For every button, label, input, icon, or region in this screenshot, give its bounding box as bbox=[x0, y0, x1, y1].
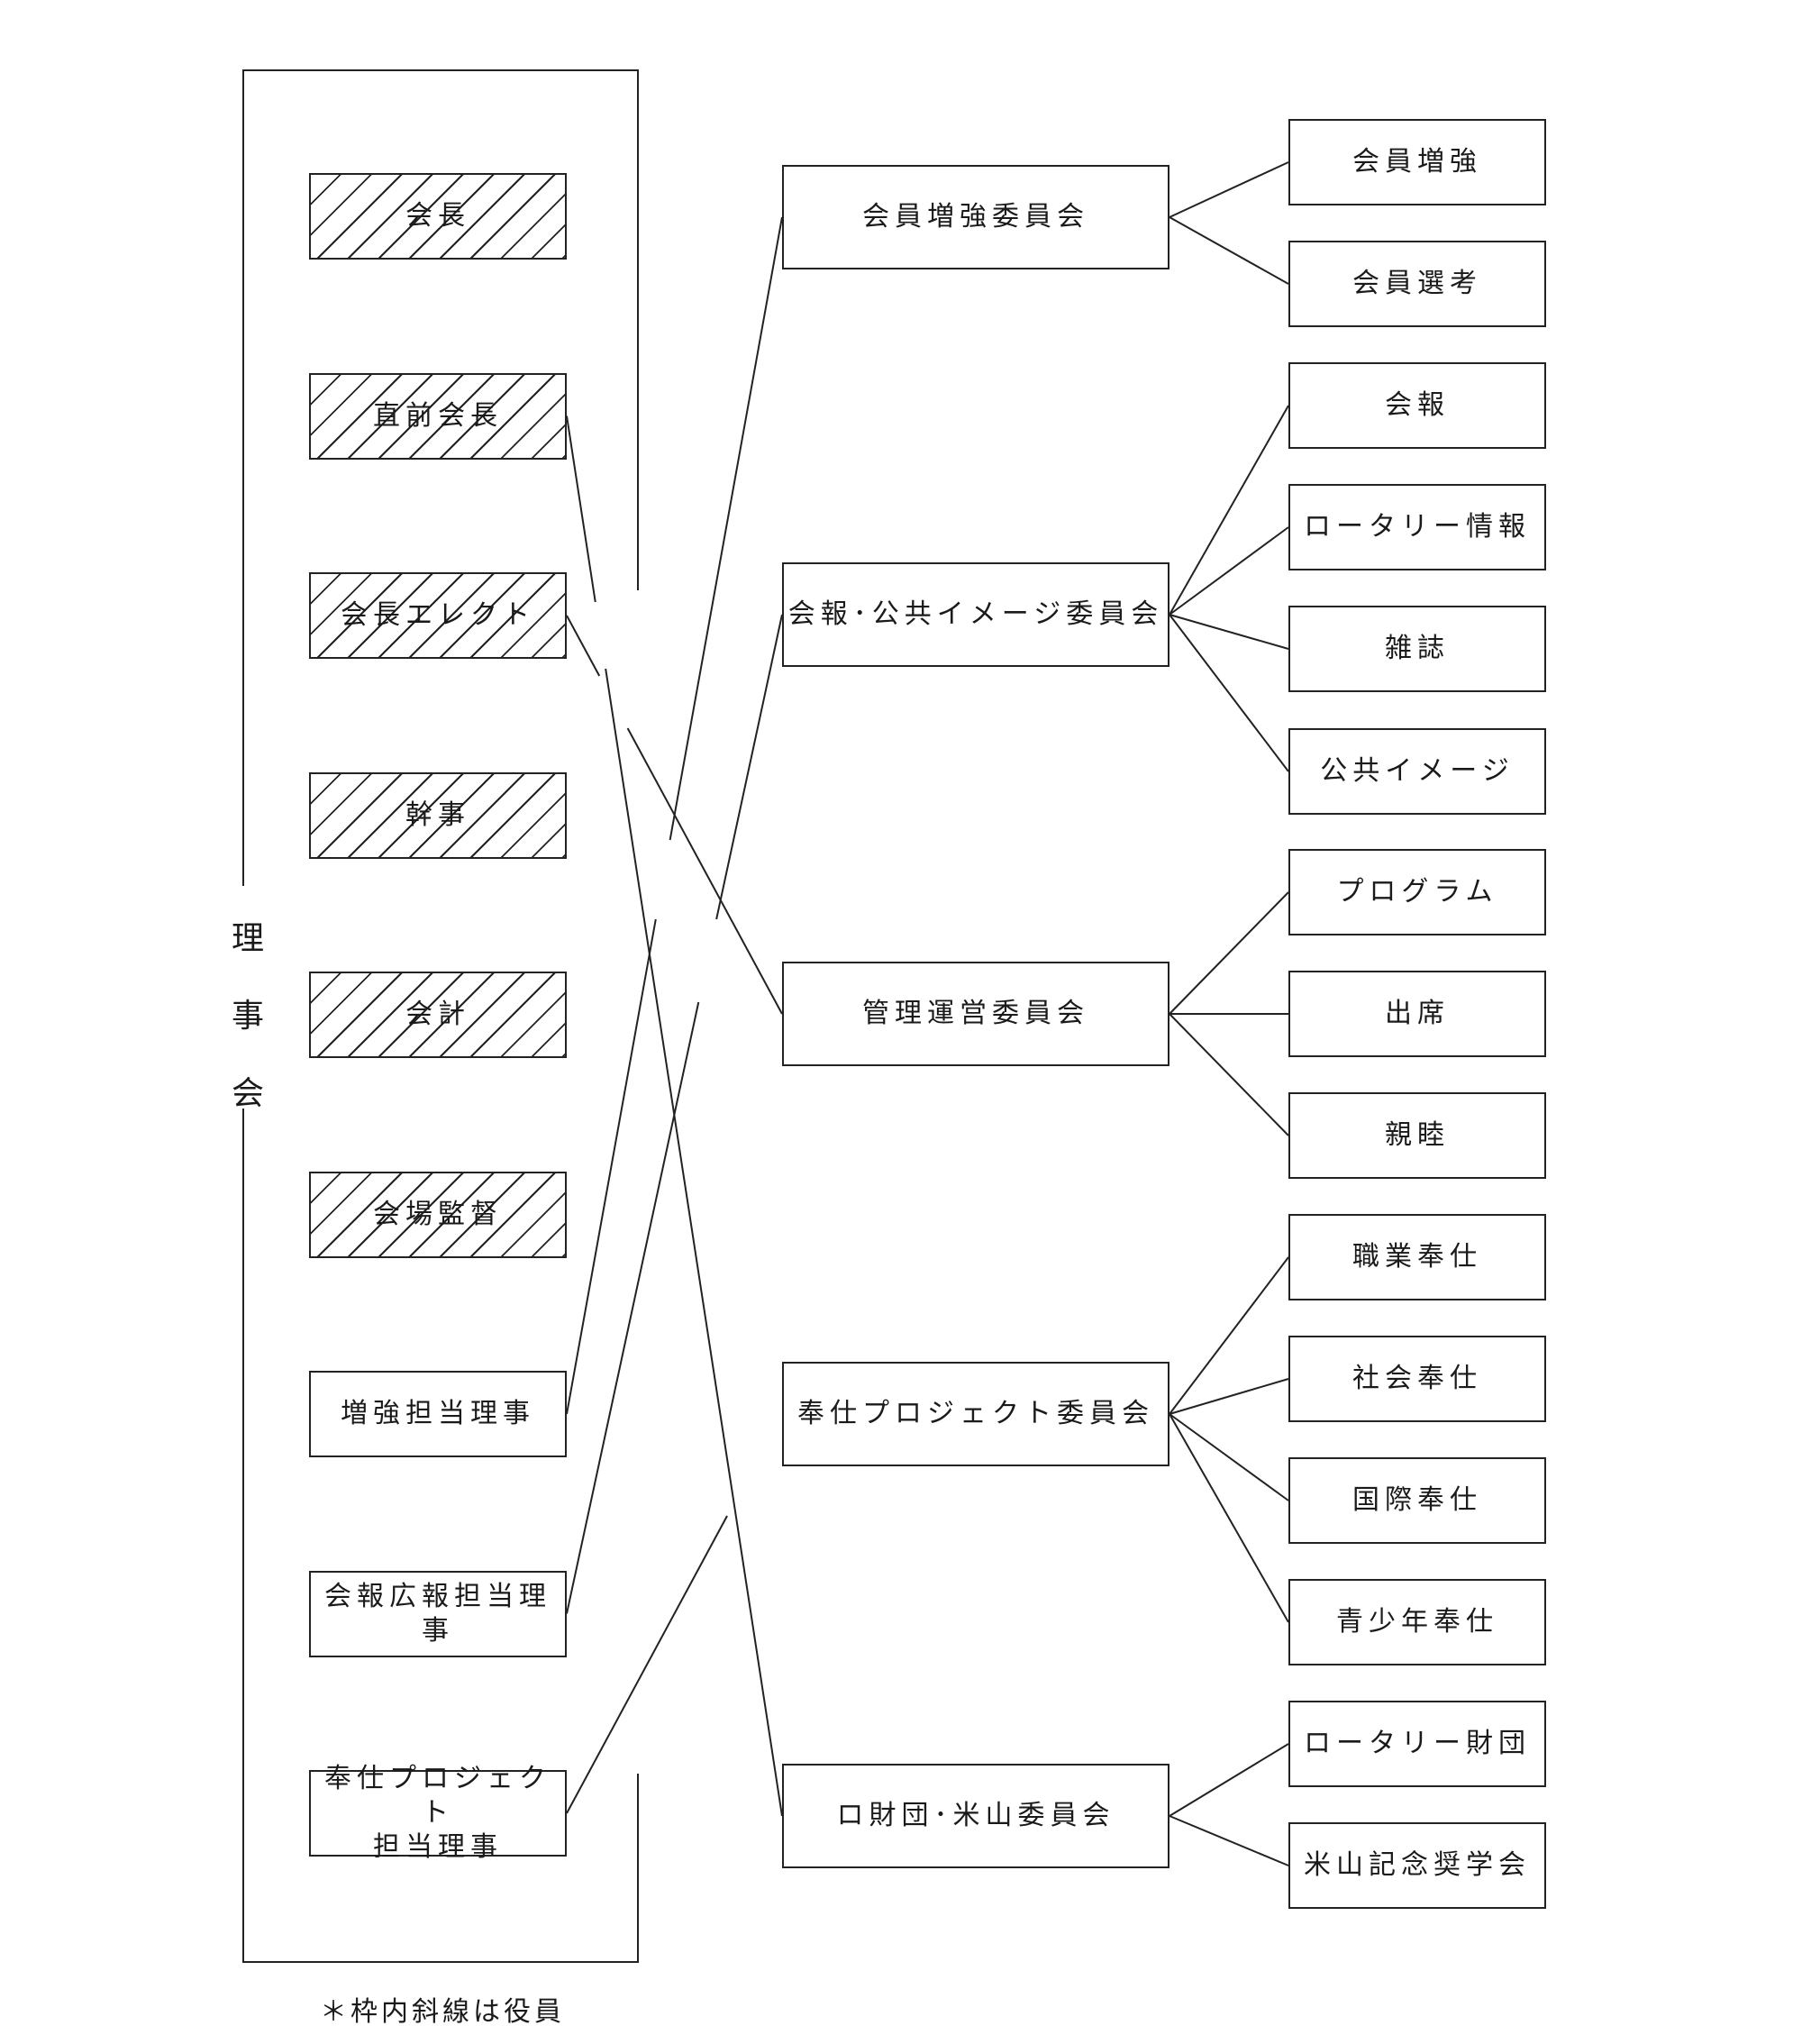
link-president-elect-to-admin-2 bbox=[626, 727, 783, 1015]
link-president-elect-to-admin-1 bbox=[566, 615, 601, 677]
committee-service: 奉仕プロジェクト委員会 bbox=[782, 1362, 1169, 1466]
link-past-president-to-foundation-1 bbox=[566, 415, 596, 603]
subcommittee-service-4-label: 青少年奉仕 bbox=[1336, 1606, 1498, 1638]
board-label-char-2: 事 bbox=[232, 998, 265, 1035]
subcommittee-membership-2: 会員選考 bbox=[1288, 241, 1546, 327]
board-bracket bbox=[242, 69, 639, 1963]
link-service-director-to-service-1 bbox=[566, 1515, 728, 1814]
member-treasurer-label: 会計 bbox=[405, 999, 470, 1030]
subcommittee-admin-1: プログラム bbox=[1288, 849, 1546, 935]
subcommittee-foundation-2-label: 米山記念奨学会 bbox=[1304, 1849, 1531, 1881]
committee-foundation: ロ財団･米山委員会 bbox=[782, 1764, 1169, 1868]
member-membership-director: 増強担当理事 bbox=[309, 1371, 567, 1457]
committee-foundation-label: ロ財団･米山委員会 bbox=[836, 1800, 1115, 1831]
branch-admin-1 bbox=[1169, 891, 1289, 1015]
member-service-director: 奉仕プロジェクト 担当理事 bbox=[309, 1763, 567, 1863]
branch-service-1 bbox=[1169, 1256, 1289, 1415]
member-secretary-label: 幹事 bbox=[405, 798, 470, 831]
committee-admin-label: 管理運営委員会 bbox=[862, 998, 1089, 1029]
branch-pr-2 bbox=[1169, 526, 1289, 616]
branch-pr-4 bbox=[1169, 614, 1289, 772]
subcommittee-pr-2: ロータリー情報 bbox=[1288, 484, 1546, 570]
subcommittee-foundation-1: ロータリー財団 bbox=[1288, 1701, 1546, 1787]
committee-pr: 会報･公共イメージ委員会 bbox=[782, 562, 1169, 667]
link-pr-director-to-pr-1 bbox=[715, 614, 783, 920]
member-secretary: 幹事 bbox=[309, 771, 567, 859]
member-pr-director: 会報広報担当理事 bbox=[309, 1570, 567, 1657]
subcommittee-admin-2-label: 出席 bbox=[1385, 998, 1450, 1029]
subcommittee-pr-2-label: ロータリー情報 bbox=[1304, 511, 1531, 543]
member-president-label: 会長 bbox=[405, 200, 470, 232]
subcommittee-service-3: 国際奉仕 bbox=[1288, 1457, 1546, 1544]
branch-service-4 bbox=[1169, 1413, 1289, 1623]
member-membership-director-label: 増強担当理事 bbox=[341, 1398, 535, 1429]
subcommittee-admin-2: 出席 bbox=[1288, 971, 1546, 1057]
subcommittee-membership-1-label: 会員増強 bbox=[1352, 146, 1482, 178]
member-past-president: 直前会長 bbox=[309, 372, 567, 460]
branch-foundation-1 bbox=[1169, 1743, 1289, 1817]
member-president-elect: 会長エレクト bbox=[309, 572, 567, 659]
committee-admin: 管理運営委員会 bbox=[782, 962, 1169, 1066]
member-past-president-label: 直前会長 bbox=[373, 399, 503, 432]
subcommittee-pr-1: 会報 bbox=[1288, 362, 1546, 449]
subcommittee-pr-4-label: 公共イメージ bbox=[1320, 755, 1515, 787]
link-membership-director-to-membership-2 bbox=[566, 918, 657, 1415]
member-treasurer: 会計 bbox=[309, 972, 567, 1058]
committee-pr-label: 会報･公共イメージ委員会 bbox=[787, 598, 1164, 630]
member-service-director-label: 奉仕プロジェクト 担当理事 bbox=[324, 1763, 551, 1863]
subcommittee-pr-4: 公共イメージ bbox=[1288, 728, 1546, 815]
link-past-president-to-foundation-2 bbox=[605, 668, 783, 1817]
link-pr-director-to-pr-2 bbox=[566, 1001, 700, 1614]
subcommittee-pr-3: 雑誌 bbox=[1288, 606, 1546, 692]
subcommittee-service-2-label: 社会奉仕 bbox=[1352, 1363, 1482, 1394]
member-pr-director-label: 会報広報担当理事 bbox=[324, 1580, 551, 1647]
subcommittee-service-4: 青少年奉仕 bbox=[1288, 1579, 1546, 1665]
subcommittee-pr-3-label: 雑誌 bbox=[1385, 633, 1450, 664]
branch-pr-1 bbox=[1169, 405, 1289, 616]
board-label-char-1: 理 bbox=[232, 920, 265, 957]
subcommittee-service-3-label: 国際奉仕 bbox=[1352, 1484, 1482, 1516]
branch-membership-1 bbox=[1169, 161, 1289, 218]
member-sergeant-at-arms-label: 会場監督 bbox=[373, 1198, 503, 1230]
link-membership-director-to-membership-1 bbox=[669, 216, 783, 841]
branch-membership-2 bbox=[1169, 216, 1289, 285]
subcommittee-foundation-2: 米山記念奨学会 bbox=[1288, 1822, 1546, 1909]
subcommittee-service-1: 職業奉仕 bbox=[1288, 1214, 1546, 1300]
subcommittee-service-1-label: 職業奉仕 bbox=[1352, 1241, 1482, 1273]
subcommittee-service-2: 社会奉仕 bbox=[1288, 1336, 1546, 1422]
subcommittee-pr-1-label: 会報 bbox=[1385, 389, 1450, 421]
branch-service-2 bbox=[1169, 1378, 1289, 1415]
branch-admin-3 bbox=[1169, 1013, 1289, 1136]
subcommittee-admin-3-label: 親睦 bbox=[1385, 1119, 1450, 1151]
subcommittee-admin-1-label: プログラム bbox=[1336, 876, 1498, 908]
branch-pr-3 bbox=[1169, 614, 1289, 650]
subcommittee-membership-2-label: 会員選考 bbox=[1352, 268, 1482, 299]
officer-note: ＊枠内斜線は役員 bbox=[320, 1996, 565, 2028]
board-label-char-3: 会 bbox=[232, 1075, 265, 1112]
branch-foundation-2 bbox=[1169, 1815, 1289, 1866]
subcommittee-admin-3: 親睦 bbox=[1288, 1092, 1546, 1179]
member-president-elect-label: 会長エレクト bbox=[341, 599, 535, 631]
branch-service-3 bbox=[1169, 1413, 1289, 1501]
subcommittee-membership-1: 会員増強 bbox=[1288, 119, 1546, 205]
committee-membership-label: 会員増強委員会 bbox=[862, 201, 1089, 233]
committee-membership: 会員増強委員会 bbox=[782, 165, 1169, 269]
member-sergeant-at-arms: 会場監督 bbox=[309, 1171, 567, 1258]
subcommittee-foundation-1-label: ロータリー財団 bbox=[1304, 1728, 1531, 1759]
member-president: 会長 bbox=[309, 173, 567, 260]
committee-service-label: 奉仕プロジェクト委員会 bbox=[797, 1398, 1154, 1429]
